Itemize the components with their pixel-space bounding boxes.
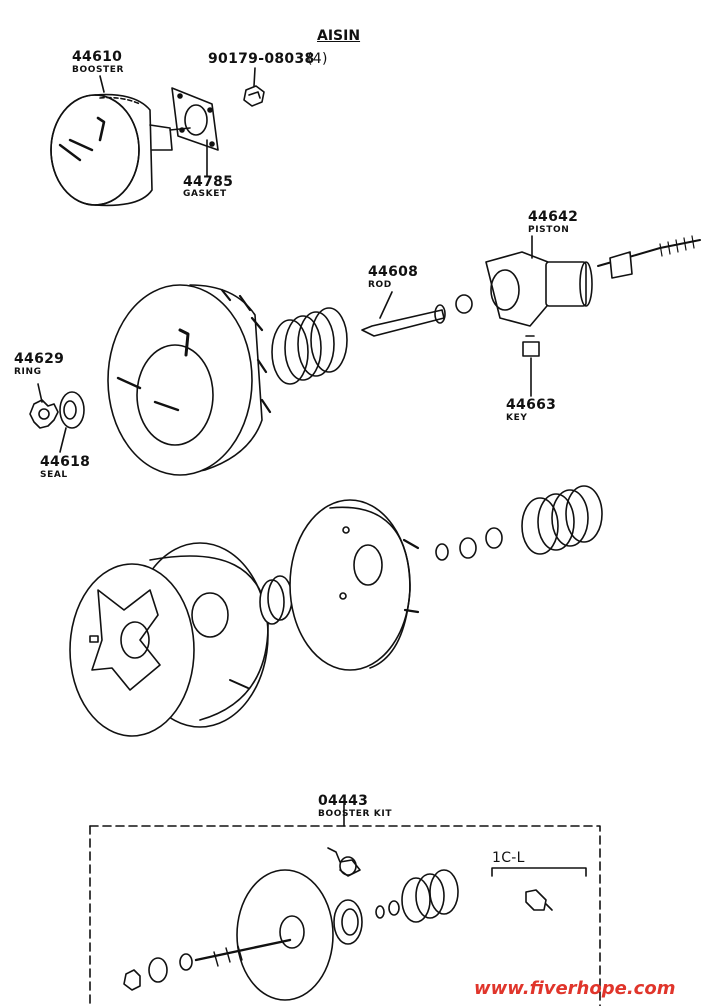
part-name-piston: PISTON: [528, 225, 570, 235]
rear-plate-illustration: [69, 563, 195, 737]
part-name-rod: ROD: [368, 280, 392, 290]
watermark-text: www.fiverhope.com: [474, 978, 676, 999]
key-illustration: [522, 335, 540, 357]
part-number-piston: 44642: [528, 209, 579, 225]
leader-line: [59, 427, 67, 453]
variant-bracket: [491, 867, 587, 877]
part-number-key: 44663: [506, 397, 557, 413]
kit-seal-illustration: [333, 899, 363, 945]
part-number-rod: 44608: [368, 264, 419, 280]
kit-rod-illustration: [194, 938, 292, 967]
ring-illustration: [29, 399, 59, 429]
part-name-gasket: GASKET: [183, 189, 227, 199]
part-name-key: KEY: [506, 413, 528, 423]
kit-name: BOOSTER KIT: [318, 809, 393, 819]
leader-line: [253, 67, 256, 87]
part-number-seal: 44618: [40, 454, 91, 470]
valve-discs-illustration: [435, 527, 503, 561]
kit-boundary: [89, 825, 601, 1006]
manufacturer-label: AISIN: [317, 28, 361, 44]
kit-ring-seal-illustration: [123, 953, 193, 991]
leader-line: [37, 383, 43, 403]
push-rod-illustration: [361, 294, 473, 337]
part-name-ring: RING: [14, 367, 42, 377]
part-number-nut: 90179-08038: [208, 51, 315, 67]
part-number-gasket: 44785: [183, 174, 234, 190]
diaphragm-seal-illustration: [259, 575, 293, 625]
kit-number: 04443: [318, 793, 369, 809]
part-number-booster: 44610: [72, 49, 123, 65]
kit-variant-label: 1C-L: [492, 850, 525, 866]
booster-small-illustration: [50, 93, 191, 207]
gasket-illustration: [171, 87, 219, 151]
leader-line: [379, 291, 393, 319]
leader-line: [99, 75, 105, 93]
nut-illustration: [243, 85, 265, 107]
part-number-ring: 44629: [14, 351, 65, 367]
part-name-booster: BOOSTER: [72, 65, 125, 75]
return-spring-illustration: [271, 307, 348, 385]
seal-illustration: [59, 391, 85, 429]
kit-switch-illustration: [525, 889, 553, 911]
part-qty-nut: (4): [307, 51, 328, 67]
kit-bellows-illustration: [401, 869, 459, 923]
kit-discs-illustration: [375, 900, 400, 919]
kit-shell-illustration: [236, 869, 334, 1001]
part-name-seal: SEAL: [40, 470, 68, 480]
diaphragm-plate-illustration: [289, 499, 420, 671]
piston-illustration: [485, 235, 701, 327]
bellows-illustration: [521, 485, 603, 555]
kit-valve-illustration: [327, 847, 361, 877]
booster-large-shell: [107, 284, 272, 476]
